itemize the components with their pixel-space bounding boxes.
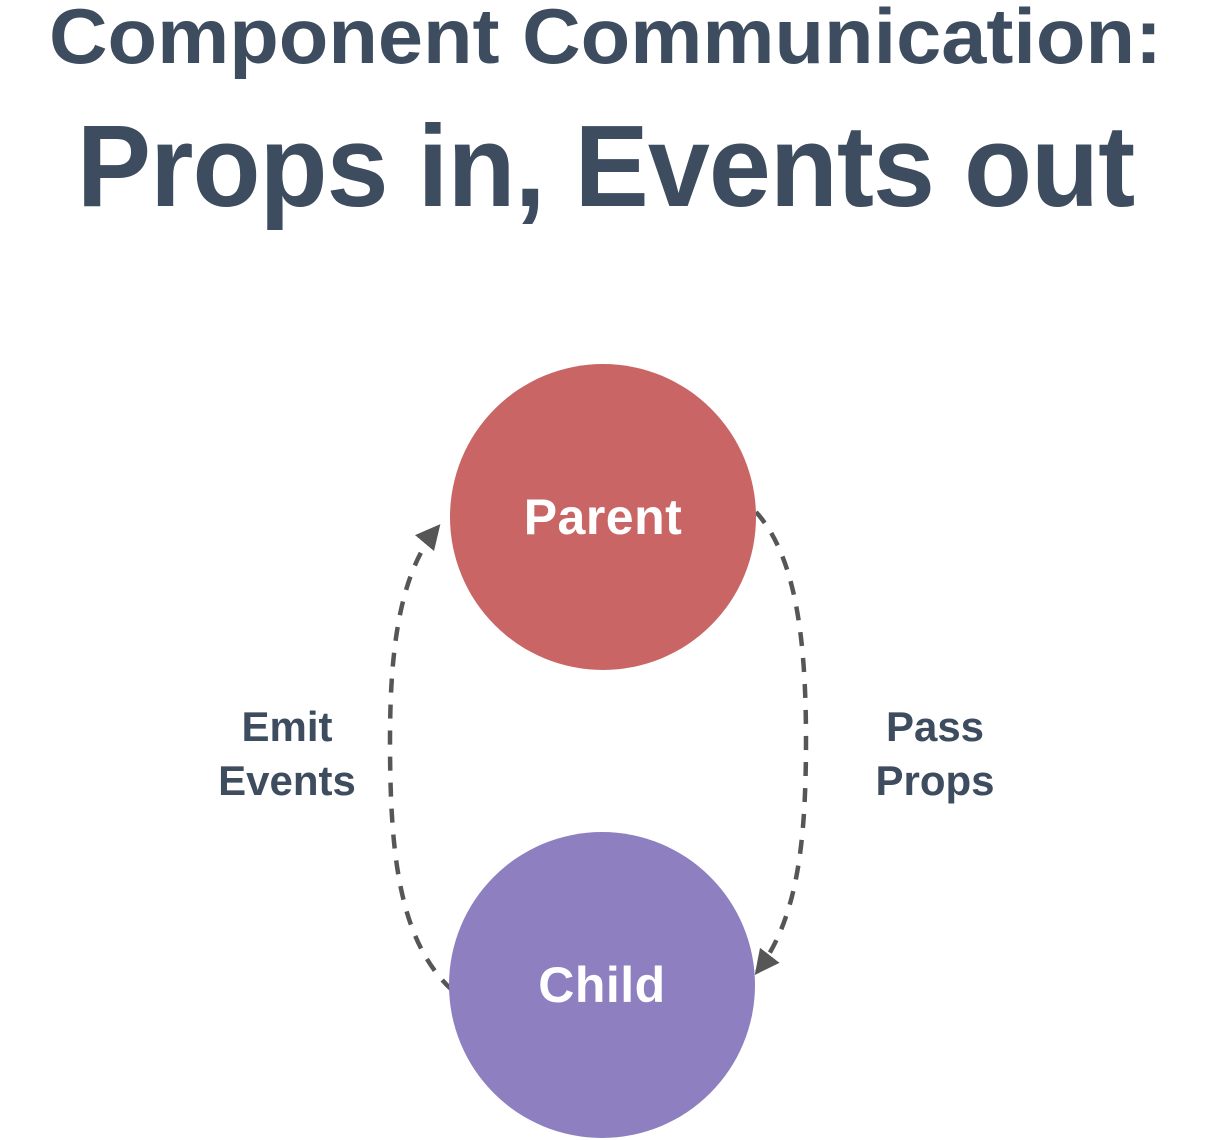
pass-props-label-line-2: Props <box>875 756 995 804</box>
pass-props-label-line-1: Pass <box>885 703 985 750</box>
title-line-1: Component Communication: <box>48 0 1163 80</box>
parent-node-label: Parent <box>523 489 683 545</box>
title-line-2: Props in, Events out <box>76 101 1135 231</box>
child-node: Child <box>449 832 755 1138</box>
child-node-label: Child <box>538 957 666 1013</box>
emit-events-arrow <box>387 524 454 992</box>
pass-props-label: Pass Props <box>825 700 1045 808</box>
emit-events-label-line-1: Emit <box>241 703 333 750</box>
parent-node: Parent <box>450 364 756 670</box>
emit-events-label-line-2: Events <box>218 756 356 804</box>
emit-events-label: Emit Events <box>177 700 397 808</box>
pass-props-arrow <box>754 510 809 975</box>
